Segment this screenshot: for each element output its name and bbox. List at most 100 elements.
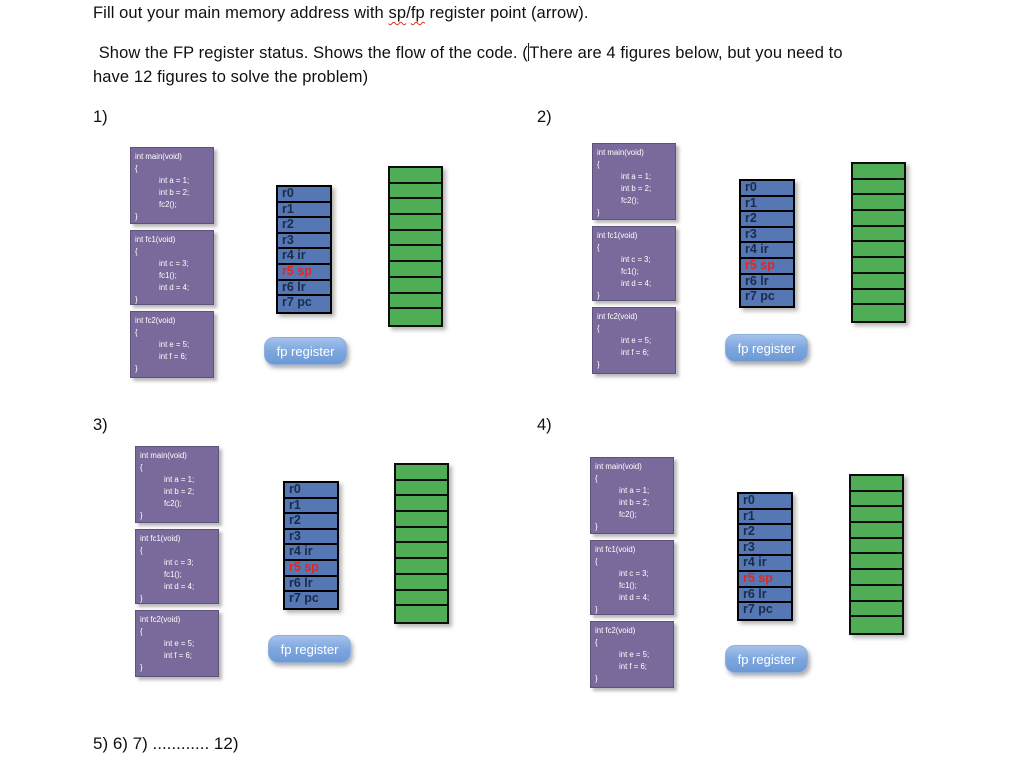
register-row: r7 pc	[739, 603, 791, 619]
code-line: fc2();	[621, 196, 639, 205]
register-row: r2	[739, 525, 791, 541]
code-line: int c = 3;	[619, 569, 649, 578]
register-row: r4 ir	[741, 243, 793, 259]
memory-cell	[390, 309, 441, 325]
register-row: r4 ir	[739, 556, 791, 572]
code-line: }	[140, 594, 143, 603]
sp-word: sp	[388, 4, 407, 22]
memory-cell	[390, 262, 441, 278]
code-line: int c = 3;	[621, 255, 651, 264]
code-line: fc1();	[164, 570, 182, 579]
register-table: r0 r1 r2 r3 r4 ir r5 sp r6 lr r7 pc	[276, 185, 332, 314]
code-line: fc2();	[164, 499, 182, 508]
code-line: {	[135, 328, 138, 337]
code-line: int f = 6;	[159, 352, 187, 361]
figure-3-label: 3)	[93, 416, 108, 434]
register-row: r1	[285, 498, 337, 515]
code-line: }	[595, 522, 598, 531]
code-line: fc1();	[619, 581, 637, 590]
code-line: }	[597, 291, 600, 300]
slash: /	[406, 4, 411, 22]
instruction-text: register point (arrow).	[424, 4, 589, 22]
code-line: int e = 5;	[619, 650, 650, 659]
code-line: }	[135, 295, 138, 304]
memory-cell	[396, 606, 447, 622]
code-line: {	[597, 160, 600, 169]
code-line: int c = 3;	[164, 558, 194, 567]
memory-cell	[396, 527, 447, 544]
code-line: int d = 4;	[164, 582, 195, 591]
memory-cell	[390, 230, 441, 247]
code-line: int e = 5;	[621, 336, 652, 345]
register-row: r1	[278, 202, 330, 219]
fp-register-button[interactable]: fp register	[264, 337, 347, 365]
register-row: r2	[278, 218, 330, 234]
code-line: }	[595, 605, 598, 614]
code-line: int c = 3;	[159, 259, 189, 268]
code-line: {	[140, 627, 143, 636]
code-column: int main(void) { int a = 1; int b = 2; f…	[592, 143, 676, 374]
code-line: int b = 2;	[164, 487, 195, 496]
code-line: }	[595, 674, 598, 683]
memory-cell	[390, 215, 441, 231]
code-line: fc1();	[159, 271, 177, 280]
register-row: r6 lr	[285, 576, 337, 593]
code-block-main: int main(void) { int a = 1; int b = 2; f…	[130, 147, 214, 224]
instruction-line-2: Show the FP register status. Shows the f…	[94, 43, 843, 63]
code-line: int fc1(void)	[597, 231, 638, 240]
register-row: r6 lr	[739, 587, 791, 604]
memory-cell	[390, 246, 441, 263]
memory-cell	[851, 476, 902, 492]
code-block-fc2: int fc2(void) { int e = 5; int f = 6; }	[592, 307, 676, 374]
memory-stack	[851, 162, 906, 323]
code-block-main: int main(void) { int a = 1; int b = 2; f…	[592, 143, 676, 220]
instruction-text: Show the FP register status. Shows the f…	[94, 44, 528, 62]
code-line: }	[140, 663, 143, 672]
code-block-main: int main(void) { int a = 1; int b = 2; f…	[590, 457, 674, 534]
memory-cell	[851, 617, 902, 633]
register-row: r1	[741, 196, 793, 213]
memory-cell	[853, 242, 904, 259]
memory-cell	[396, 512, 447, 528]
register-row-sp: r5 sp	[278, 264, 330, 281]
memory-cell	[396, 496, 447, 513]
memory-cell	[853, 305, 904, 321]
memory-cell	[853, 226, 904, 243]
register-row: r4 ir	[285, 545, 337, 561]
fp-register-button[interactable]: fp register	[268, 635, 351, 663]
register-row: r0	[741, 181, 793, 197]
memory-cell	[390, 183, 441, 200]
register-row: r3	[285, 529, 337, 546]
figure-3: 3) int main(void) { int a = 1; int b = 2…	[85, 408, 527, 718]
code-line: {	[140, 463, 143, 472]
register-row: r0	[285, 483, 337, 499]
memory-cell	[853, 195, 904, 212]
memory-stack	[394, 463, 449, 624]
register-row: r7 pc	[741, 290, 793, 306]
memory-cell	[853, 289, 904, 306]
code-column: int main(void) { int a = 1; int b = 2; f…	[130, 147, 214, 378]
code-line: int fc2(void)	[597, 312, 638, 321]
memory-cell	[851, 538, 902, 555]
fp-word: fp	[410, 4, 425, 22]
code-line: {	[595, 474, 598, 483]
memory-cell	[851, 601, 902, 618]
memory-cell	[851, 585, 902, 602]
register-row: r7 pc	[285, 592, 337, 608]
memory-cell	[851, 554, 902, 571]
code-block-fc2: int fc2(void) { int e = 5; int f = 6; }	[590, 621, 674, 688]
code-line: {	[595, 638, 598, 647]
code-line: int d = 4;	[619, 593, 650, 602]
code-line: int f = 6;	[621, 348, 649, 357]
register-row: r1	[739, 509, 791, 526]
code-line: int a = 1;	[619, 486, 650, 495]
code-line: int fc2(void)	[595, 626, 636, 635]
fp-register-button[interactable]: fp register	[725, 334, 808, 362]
memory-cell	[853, 179, 904, 196]
instruction-text: Fill out your main memory address with	[93, 4, 389, 22]
code-line: {	[140, 546, 143, 555]
memory-cell	[853, 258, 904, 274]
fp-register-button[interactable]: fp register	[725, 645, 808, 673]
memory-stack	[849, 474, 904, 635]
